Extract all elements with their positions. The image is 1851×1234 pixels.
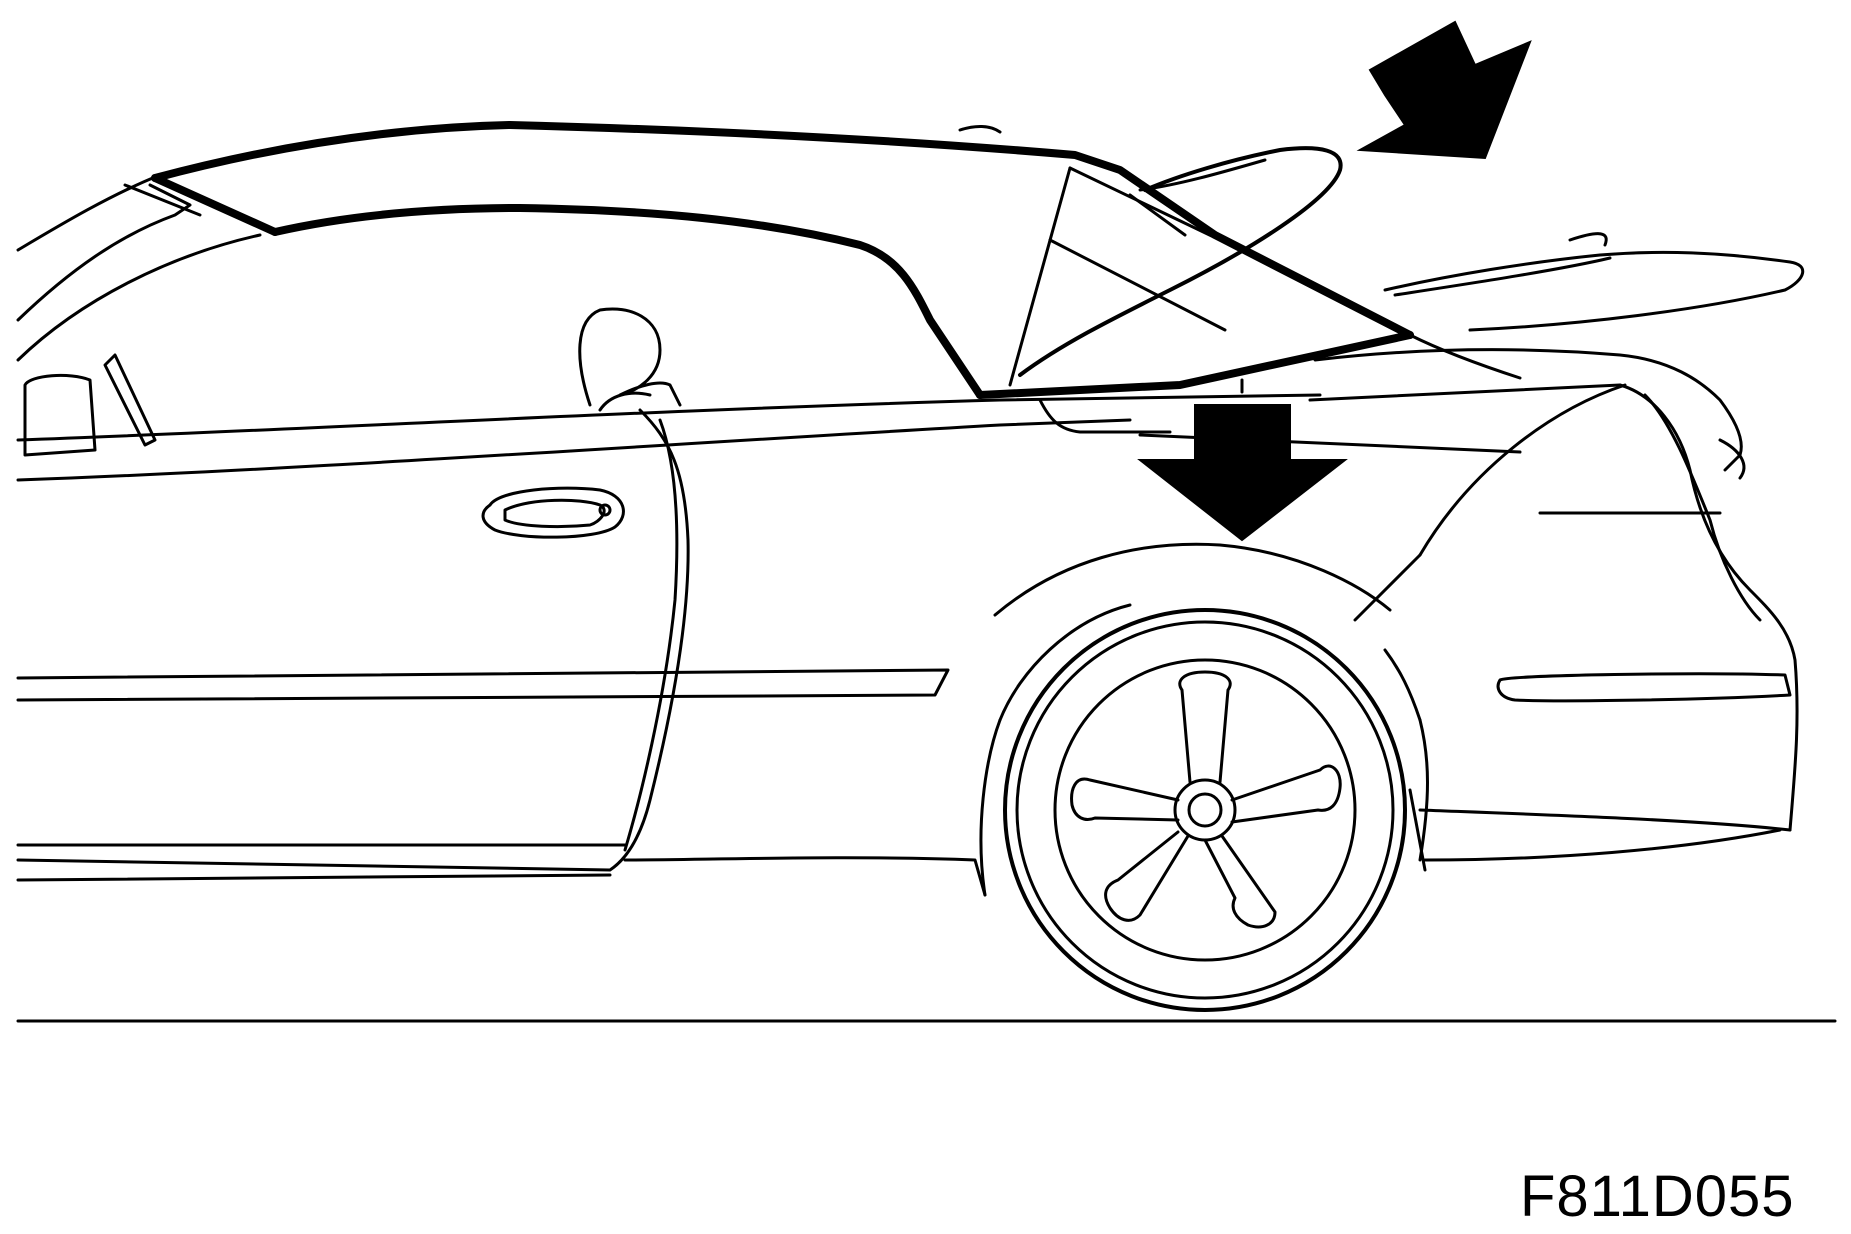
rear-seat <box>23 353 157 457</box>
windshield <box>16 173 262 362</box>
front-seat <box>578 307 682 412</box>
rocker-panel <box>16 843 987 897</box>
soft-top-frame <box>151 121 1414 399</box>
top-mechanism <box>958 125 1343 377</box>
rear-body <box>1313 348 1799 872</box>
door <box>16 408 690 872</box>
arrow-diagonal <box>1356 20 1532 160</box>
belt-line <box>16 383 1622 482</box>
figure-code: F811D055 <box>1520 1164 1795 1229</box>
trunk-lid <box>1383 232 1804 380</box>
wheel-spokes <box>1070 670 1342 929</box>
rear-wheel <box>1003 608 1407 1012</box>
rear-quarter-window <box>1008 166 1227 387</box>
arrow-down <box>1137 378 1348 542</box>
wheel-arch <box>979 542 1429 897</box>
side-moulding <box>16 668 950 702</box>
door-handle <box>481 486 625 539</box>
